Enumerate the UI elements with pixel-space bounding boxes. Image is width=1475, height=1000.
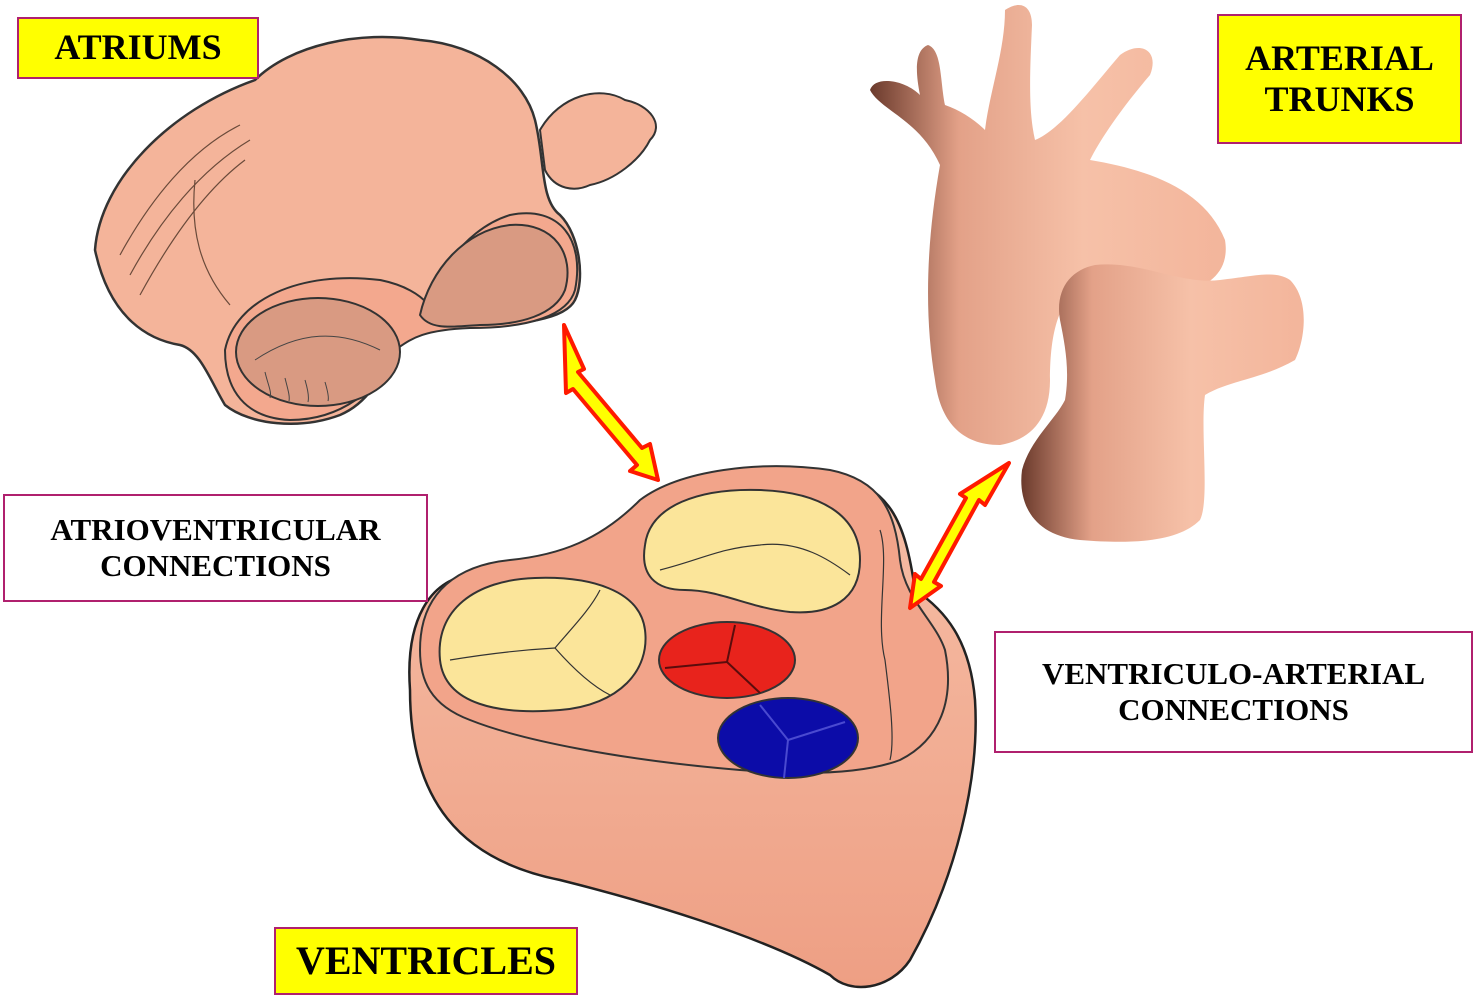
va-connection-arrow <box>910 463 1009 608</box>
arterial-trunks-label: ARTERIAL TRUNKS <box>1217 14 1462 144</box>
av-connection-arrow <box>564 325 658 480</box>
va-connections-label: VENTRICULO-ARTERIAL CONNECTIONS <box>994 631 1473 753</box>
av-connections-label: ATRIOVENTRICULAR CONNECTIONS <box>3 494 428 602</box>
ventricles-label: VENTRICLES <box>274 927 578 995</box>
ventricles-illustration <box>409 466 975 987</box>
atriums-label: ATRIUMS <box>17 17 259 79</box>
